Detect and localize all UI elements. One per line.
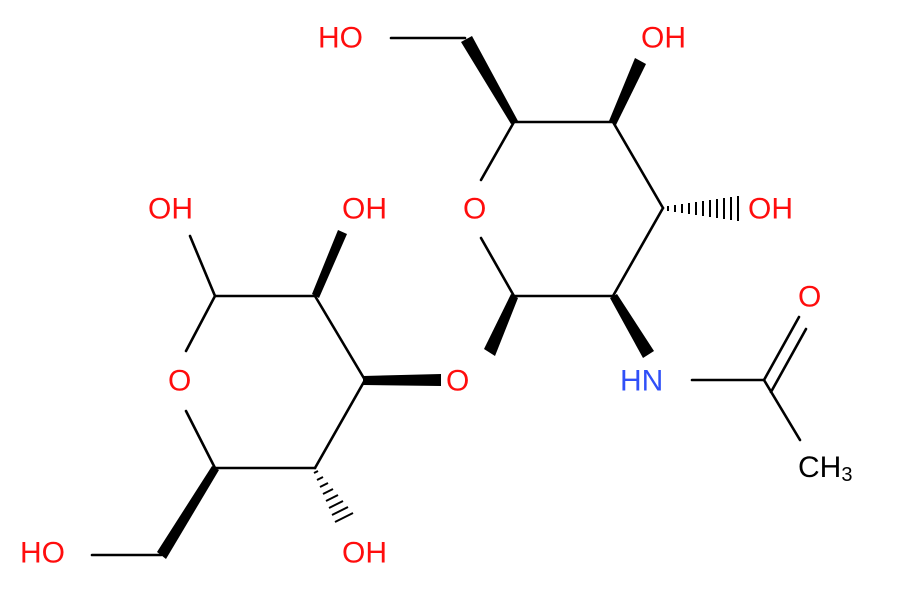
methyl-label: CH3 <box>798 451 852 487</box>
wedge-c5-c6 <box>157 466 219 559</box>
methyl-subscript: 3 <box>841 464 852 486</box>
wedge-c4p-oh <box>609 58 646 125</box>
bond-c3-c4 <box>313 378 367 470</box>
bond-c2p-c3p <box>611 206 665 298</box>
bond-c2-c3 <box>313 294 367 382</box>
c4p-oh-label: OH <box>641 22 686 55</box>
c4-oh-label: OH <box>342 537 387 570</box>
c3p-oh-label: OH <box>748 193 793 226</box>
wedge-c1p-obridge <box>484 294 518 356</box>
anomeric-oh-label: OH <box>148 193 193 226</box>
c2-oh-label: OH <box>342 193 387 226</box>
bond-o5-c1 <box>184 294 217 353</box>
bond-o5p-c1p <box>479 236 516 298</box>
methyl-c-text: CH <box>798 451 841 484</box>
wedge-c2p-nh <box>610 294 654 358</box>
bond-c5p-o5p <box>479 120 516 182</box>
bond-c1-oh <box>188 234 217 298</box>
bond-co-double-2 <box>769 327 808 394</box>
bridge-oxygen-label: O <box>446 365 469 398</box>
wedge-c5p-c6p <box>461 36 518 124</box>
carbonyl-oxygen-label: O <box>798 281 821 314</box>
c6p-ho-label: HO <box>318 22 363 55</box>
amide-nh-label: HN <box>620 365 663 398</box>
ring1-oxygen-label: O <box>168 365 191 398</box>
hash-c4-oh <box>313 470 354 523</box>
hash-c3p-oh <box>667 196 739 221</box>
bond-co-double-1 <box>762 315 801 382</box>
bond-carbonyl-methyl <box>762 378 802 442</box>
c6-ho-label: HO <box>20 537 65 570</box>
ring2-oxygen-label: O <box>463 193 486 226</box>
bond-c3p-c4p <box>611 120 665 210</box>
bond-c5-o5 <box>184 409 217 470</box>
wedge-c2-oh <box>312 230 347 298</box>
wedge-c3-obridge <box>363 374 441 386</box>
